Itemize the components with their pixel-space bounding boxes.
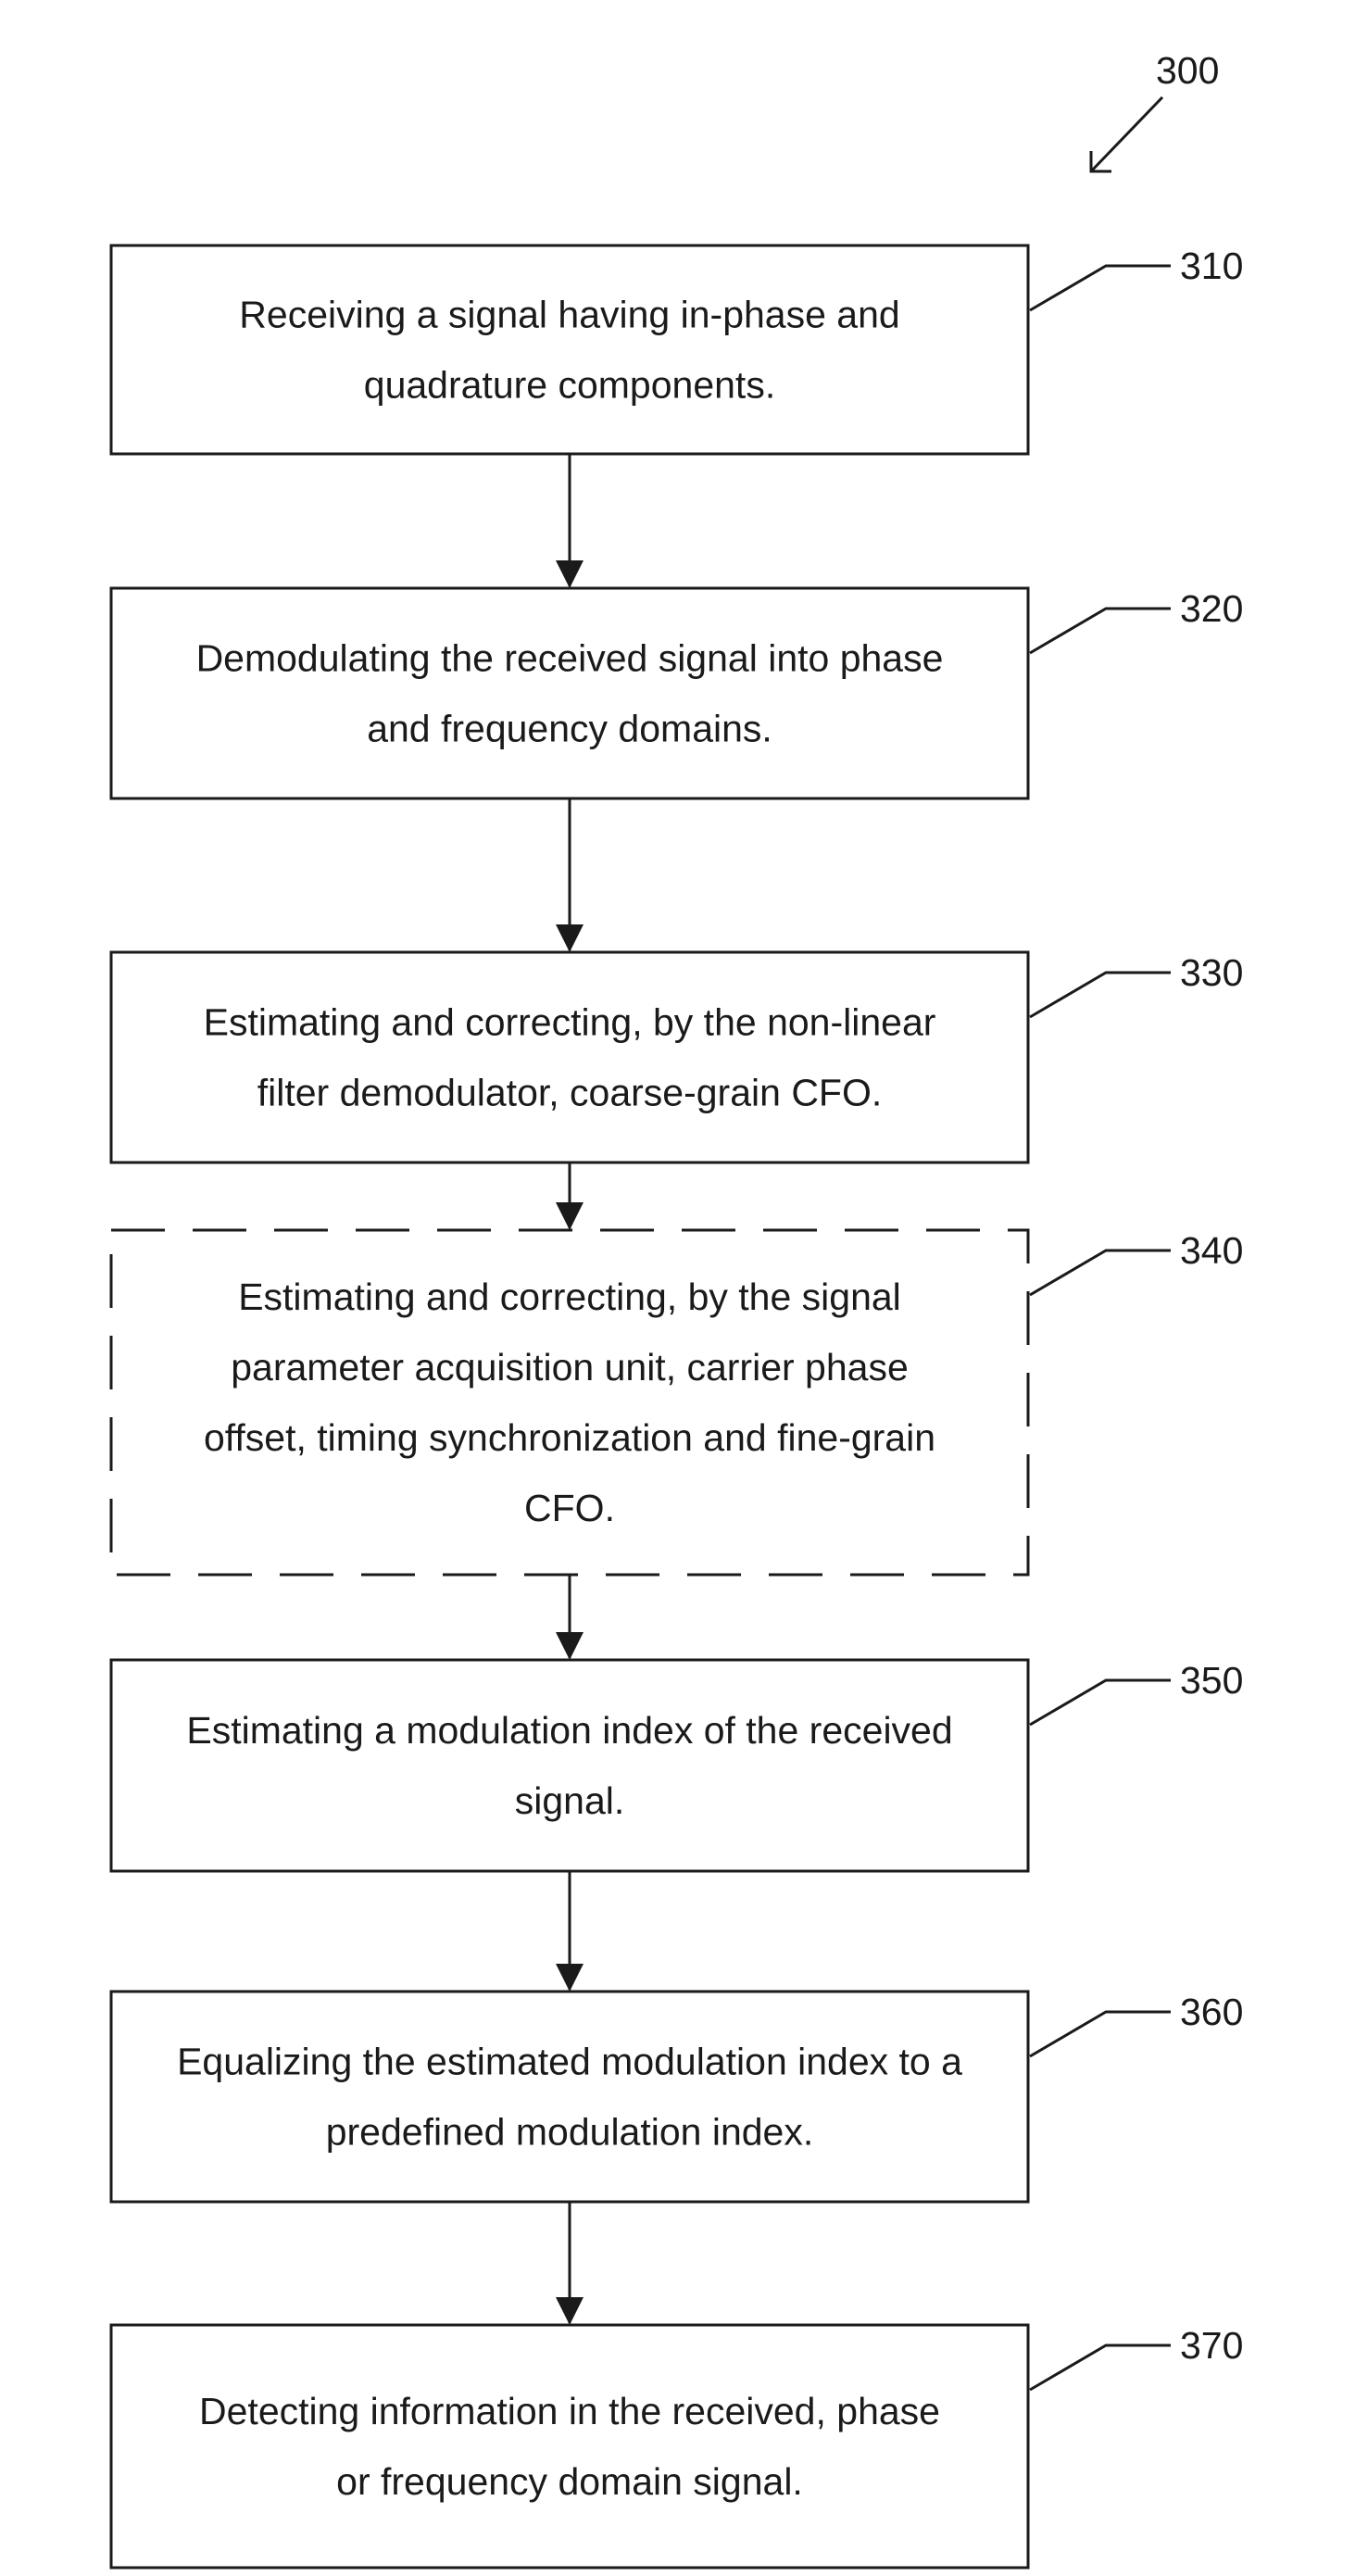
step-box bbox=[111, 952, 1028, 1162]
step-box bbox=[111, 245, 1028, 454]
step-ref-label: 310 bbox=[1180, 245, 1243, 287]
step-360: Equalizing the estimated modulation inde… bbox=[111, 1991, 1243, 2202]
step-ref-label: 320 bbox=[1180, 587, 1243, 630]
step-text-line: Receiving a signal having in-phase and bbox=[239, 294, 899, 336]
ref-leader-line bbox=[1030, 1680, 1171, 1725]
figure-ref-pointer bbox=[1091, 97, 1162, 171]
step-text-line: filter demodulator, coarse-grain CFO. bbox=[257, 1072, 883, 1114]
step-box bbox=[111, 2325, 1028, 2568]
step-310: Receiving a signal having in-phase and qu… bbox=[111, 245, 1243, 454]
step-370: Detecting information in the received, p… bbox=[111, 2324, 1243, 2568]
ref-leader-line bbox=[1030, 973, 1171, 1017]
step-ref-label: 360 bbox=[1180, 1991, 1243, 2033]
ref-leader-line bbox=[1030, 609, 1171, 653]
step-text-line: Estimating and correcting, by the non-li… bbox=[204, 1001, 936, 1044]
step-text-line: offset, timing synchronization and fine-… bbox=[204, 1416, 935, 1459]
step-ref-label: 350 bbox=[1180, 1659, 1243, 1702]
step-text-line: and frequency domains. bbox=[367, 708, 772, 750]
step-text-line: predefined modulation index. bbox=[326, 2111, 814, 2154]
step-text-line: Demodulating the received signal into ph… bbox=[196, 637, 944, 680]
ref-leader-line bbox=[1030, 2345, 1171, 2390]
step-text-line: parameter acquisition unit, carrier phas… bbox=[231, 1346, 909, 1389]
step-ref-label: 330 bbox=[1180, 951, 1243, 994]
ref-leader-line bbox=[1030, 266, 1171, 310]
step-340: Estimating and correcting, by the signal… bbox=[111, 1229, 1243, 1575]
step-350: Estimating a modulation index of the rec… bbox=[111, 1659, 1243, 1871]
step-text-line: Detecting information in the received, p… bbox=[199, 2390, 940, 2432]
step-text-line: Estimating a modulation index of the rec… bbox=[186, 1709, 952, 1752]
step-box bbox=[111, 1992, 1028, 2202]
step-text-line: signal. bbox=[515, 1779, 625, 1822]
step-ref-label: 340 bbox=[1180, 1229, 1243, 1272]
step-text-line: quadrature components. bbox=[364, 364, 775, 407]
step-text-line: Equalizing the estimated modulation inde… bbox=[177, 2041, 962, 2083]
step-320: Demodulating the received signal into ph… bbox=[111, 587, 1243, 798]
ref-leader-line bbox=[1030, 1250, 1171, 1295]
step-text-line: Estimating and correcting, by the signal bbox=[238, 1275, 901, 1318]
step-box bbox=[111, 588, 1028, 798]
step-text-line: CFO. bbox=[524, 1487, 615, 1529]
step-text-line: or frequency domain signal. bbox=[336, 2460, 803, 2503]
figure-ref-label: 300 bbox=[1156, 49, 1219, 92]
step-ref-label: 370 bbox=[1180, 2324, 1243, 2367]
ref-leader-line bbox=[1030, 2012, 1171, 2056]
step-box bbox=[111, 1660, 1028, 1871]
step-330: Estimating and correcting, by the non-li… bbox=[111, 951, 1243, 1162]
